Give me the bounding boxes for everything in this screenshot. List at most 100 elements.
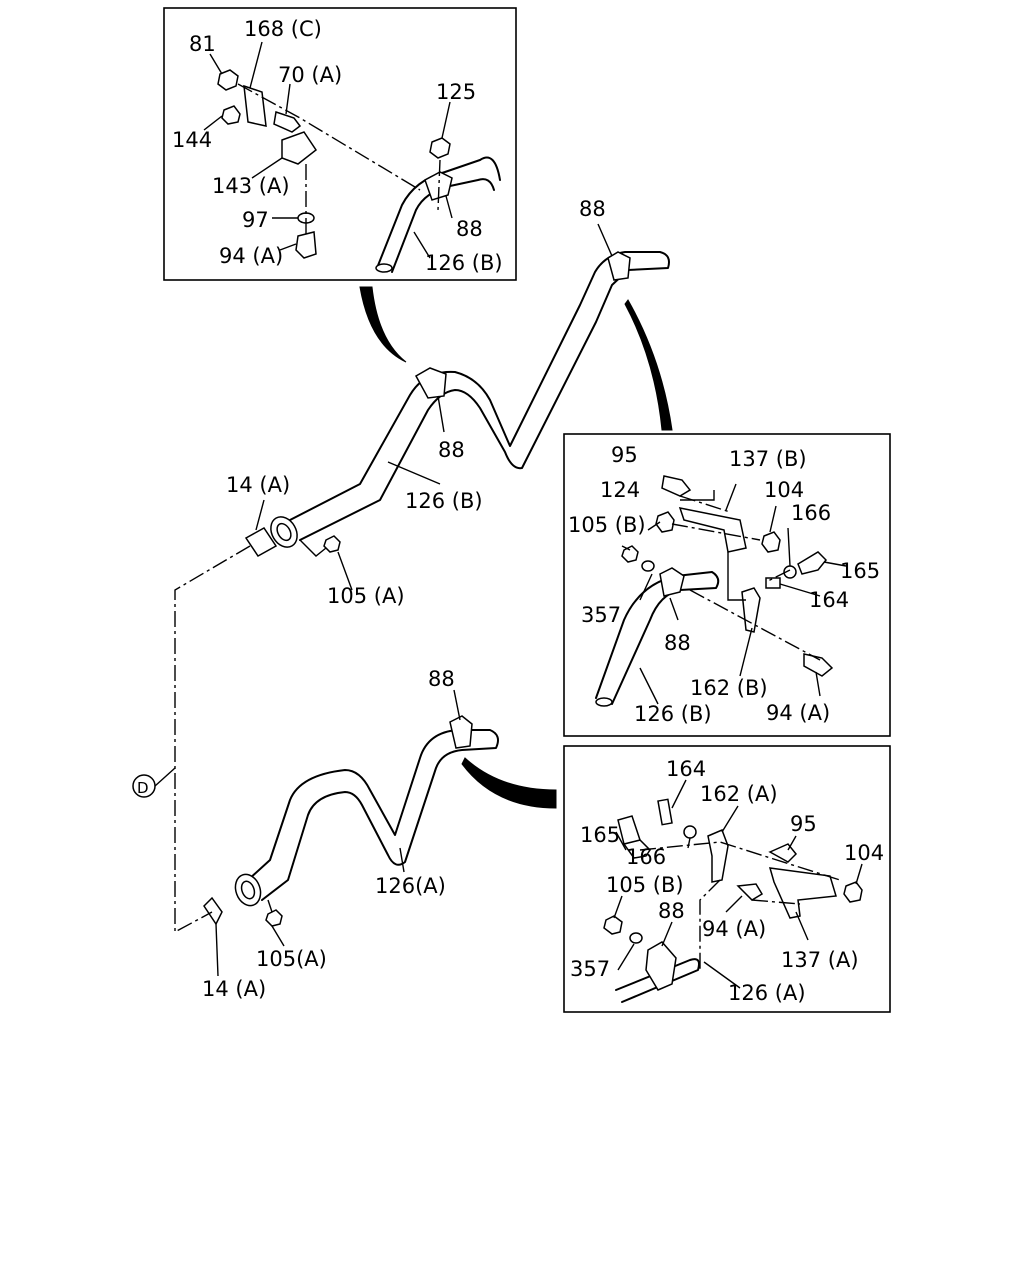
nut-81-icon [217, 69, 239, 91]
leader-lines [154, 767, 176, 787]
pipe-126a-assembly: 88 126(A) 105(A) 14 (A) [202, 667, 499, 1001]
nut-104-icon [843, 881, 863, 903]
gasket-14a-icon [244, 527, 278, 557]
bolt-165-icon [797, 551, 828, 575]
bracket-168c-icon [243, 84, 267, 127]
label-164: 164 [809, 588, 849, 612]
label-circle-d: D [137, 779, 149, 797]
label-88-low: 88 [428, 667, 455, 691]
connection-line-d [174, 545, 251, 934]
label-137a: 137 (A) [781, 948, 859, 972]
pipe-126b-flange-inner [276, 522, 292, 542]
label-166: 166 [791, 501, 831, 525]
label-14a-top: 14 (A) [226, 473, 290, 497]
assembly-line [267, 899, 273, 913]
label-104: 104 [764, 478, 804, 502]
clamp-88-icon [659, 567, 685, 597]
label-95: 95 [611, 443, 638, 467]
label-164: 164 [666, 757, 706, 781]
label-126a: 126 (A) [728, 981, 806, 1005]
label-105b: 105 (B) [606, 873, 684, 897]
nut-105a-icon [323, 535, 341, 553]
clamp-88-icon [449, 715, 473, 749]
inset-pipe-126a [615, 958, 700, 1003]
assembly-line [237, 83, 421, 191]
label-165: 165 [840, 559, 880, 583]
top-inset-frame [163, 7, 517, 281]
bolt-94a-icon [295, 231, 317, 259]
gasket-14a-icon [203, 896, 223, 926]
label-88-top: 88 [579, 197, 606, 221]
bottom-detail-inset: 164 162 (A) 95 165 104 166 105 (B) 88 94… [563, 745, 891, 1013]
label-97: 97 [242, 208, 269, 232]
label-124: 124 [600, 478, 640, 502]
label-94a: 94 (A) [219, 244, 283, 268]
leader-lines [203, 41, 453, 259]
label-357: 357 [570, 957, 610, 981]
label-94a: 94 (A) [702, 917, 766, 941]
label-137b: 137 (B) [729, 447, 807, 471]
clamp-88-icon [645, 941, 677, 991]
leader-lines [255, 223, 613, 591]
callout-arc-right [624, 299, 673, 431]
bracket-137b-icon [678, 507, 747, 553]
bolt-70a-icon [273, 111, 302, 133]
clamp-88-icon [607, 251, 631, 281]
label-94a: 94 (A) [766, 701, 830, 725]
bolt-95-icon [661, 475, 692, 497]
label-143a: 143 (A) [212, 174, 290, 198]
pin-164-icon [765, 577, 781, 589]
nut-104-icon [761, 531, 781, 553]
label-104: 104 [844, 841, 884, 865]
label-88: 88 [658, 899, 685, 923]
label-105a-low: 105(A) [256, 947, 327, 971]
washer-357-icon [641, 560, 655, 572]
nut-144-icon [221, 105, 241, 125]
label-162b: 162 (B) [690, 676, 768, 700]
callout-arc-bottom [461, 757, 557, 809]
label-126b: 126 (B) [425, 251, 503, 275]
bolt-94a-icon [803, 653, 834, 677]
washer-357-icon [629, 932, 643, 944]
nut-125-icon [429, 137, 451, 159]
top-detail-inset: 81 168 (C) 70 (A) 144 125 143 (A) 97 88 … [163, 7, 517, 281]
leader-lines [215, 689, 461, 977]
label-168c: 168 (C) [244, 17, 322, 41]
assembly-line [437, 159, 441, 211]
clamp-88-icon [414, 367, 447, 399]
bolt-94a-icon [736, 883, 764, 901]
pipe-end [595, 697, 613, 707]
label-126b-main: 126 (B) [405, 489, 483, 513]
bracket-162a-icon [707, 829, 729, 883]
bottom-inset-frame [563, 745, 891, 1013]
pin-164-icon [657, 798, 673, 826]
label-126a-main: 126(A) [375, 874, 446, 898]
leader-lines [613, 779, 863, 989]
nut-124-icon [655, 511, 675, 533]
label-14a-low: 14 (A) [202, 977, 266, 1001]
label-95: 95 [790, 812, 817, 836]
inset-pipe-126b [595, 571, 720, 705]
washer-166-icon [683, 825, 697, 839]
right-detail-inset: 95 137 (B) 124 104 105 (B) 166 165 164 3… [563, 433, 891, 737]
label-166: 166 [626, 845, 666, 869]
nut-105b-icon [603, 915, 623, 935]
label-70a: 70 (A) [278, 63, 342, 87]
label-88-mid: 88 [438, 438, 465, 462]
leader-lines [621, 483, 847, 705]
pipe-end [375, 263, 393, 273]
connection-d: D [132, 545, 251, 934]
pipe-126b-assembly: 88 88 126 (B) 14 (A) 105 (A) [226, 197, 670, 608]
label-162a: 162 (A) [700, 782, 778, 806]
label-105a-top: 105 (A) [327, 584, 405, 608]
bracket-162b-icon [741, 587, 761, 633]
assembly-line [639, 841, 841, 972]
pipe-126a [247, 729, 499, 901]
bracket-143a-icon [281, 131, 318, 165]
bracket-137a-icon [768, 867, 837, 919]
bolt-165-shank [617, 815, 641, 845]
pipe-126b [289, 251, 670, 541]
label-81: 81 [189, 32, 216, 56]
clamp-88-icon [424, 171, 453, 201]
